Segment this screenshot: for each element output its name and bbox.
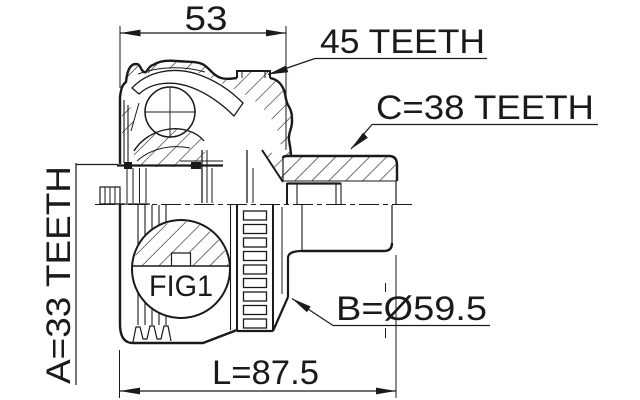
outer-spline-teeth-text: C=38 TEETH (376, 89, 594, 127)
bell-right-edge (269, 76, 294, 158)
label-inner-spline-teeth: A=33 TEETH (40, 163, 118, 385)
label-abs-ring-teeth: 45 TEETH (267, 23, 487, 76)
figure-label: FIG1 (149, 270, 213, 303)
balloon-outline (131, 219, 231, 319)
balloon-keyway (171, 252, 191, 267)
neck-chamfer (271, 296, 290, 332)
arrowhead (268, 65, 289, 75)
inner-race-top-arc (133, 128, 205, 152)
neck-edge (286, 249, 303, 297)
arrowhead (120, 387, 140, 395)
bell-housing-section (99, 59, 294, 205)
arrowhead (376, 387, 396, 395)
arrowhead (351, 132, 368, 149)
total-length-text: L=87.5 (212, 354, 319, 392)
fig1-balloon: FIG1 (131, 219, 231, 319)
wall-flange-diagonal (261, 149, 284, 183)
left-wedge-hatch (122, 103, 139, 133)
spline-ring-top-edge (281, 154, 399, 181)
spline-ring-hatch (283, 156, 397, 181)
output-shaft-assembly (271, 154, 399, 338)
dimension-width-text: 53 (185, 0, 228, 38)
wedge-edge (130, 102, 140, 132)
cage-band (131, 69, 244, 118)
arrowhead (266, 29, 286, 37)
body-outline (118, 205, 238, 345)
dimension-width-53: 53 (119, 0, 287, 150)
abs-ring-tab (236, 70, 271, 78)
arrowhead (120, 29, 141, 37)
balloon-keyway-outline (170, 252, 192, 266)
boot-groove-profile (132, 325, 172, 343)
internal-edges (126, 105, 254, 203)
snap-ring-left (124, 162, 132, 169)
dome-inner-line (137, 67, 206, 75)
stub-bottom-edge (302, 242, 394, 253)
dimension-total-length: L=87.5 (119, 255, 397, 398)
inner-race-hatch (134, 128, 207, 167)
body-diameter-text: B=Ø59.5 (336, 290, 487, 328)
abs-ring-splines (236, 205, 283, 333)
inner-spline-teeth-text: A=33 TEETH (40, 166, 78, 384)
body-exterior: FIG1 (118, 205, 283, 345)
inner-race-inner-arc (136, 146, 191, 162)
label-outer-spline-teeth: C=38 TEETH (350, 89, 598, 150)
arrowhead (292, 298, 311, 313)
bell-outline (118, 59, 238, 98)
label-body-diameter: B=Ø59.5 (291, 290, 490, 328)
abs-ring-teeth-text: 45 TEETH (320, 23, 485, 61)
snap-ring-right (191, 162, 201, 169)
outer-race-hatch (121, 60, 292, 157)
